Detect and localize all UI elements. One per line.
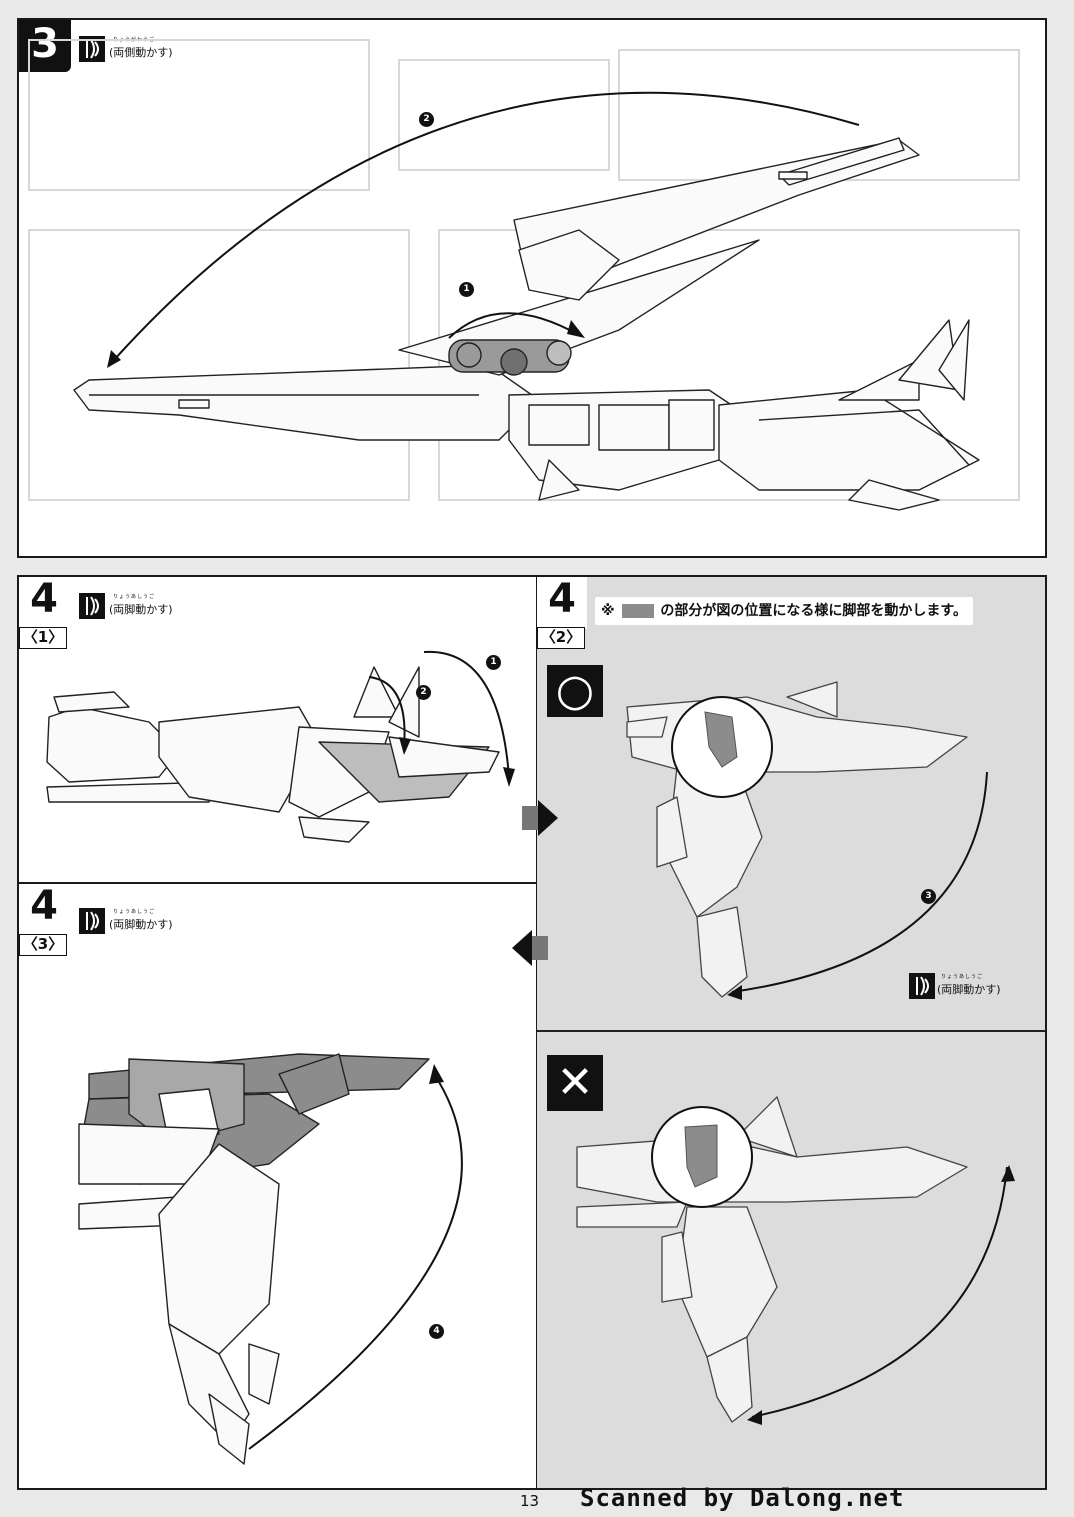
wrong-example-illustration: [576, 1096, 1015, 1425]
leg-move-icon: [909, 973, 935, 999]
move-label-ruby: りょうあしうご: [941, 974, 984, 980]
note-prefix: ※: [601, 603, 615, 619]
page-number: 13: [520, 1492, 540, 1510]
step-4-3-sub: 〈3〉: [19, 934, 67, 956]
step-4-2-number: 4: [537, 577, 587, 629]
gray-swatch: [621, 604, 654, 618]
step-3-panel: 3 りょうがわうご (両側動かす): [17, 18, 1047, 558]
move-label: (両側動かす): [109, 46, 173, 59]
callout-1-step3: 1: [459, 282, 474, 297]
callout-2-step3: 2: [419, 112, 434, 127]
step-4-2-panel: 4 〈2〉 ※ の部分が図の位置になる様に脚部を動かします。 ○ 3 りょうあし…: [536, 575, 1047, 1490]
leg-move-icon: [79, 593, 105, 619]
step-4-2-sub: 〈2〉: [537, 627, 585, 649]
step-4-1-number: 4: [19, 577, 69, 629]
move-label-ruby: りょうあしうご: [113, 594, 156, 600]
example-divider: [537, 1030, 1045, 1032]
step-4-1-panel: 4 〈1〉 りょうあしうご (両脚動かす) 1 2: [17, 575, 537, 883]
move-label-ruby: りょうあしうご: [113, 909, 156, 915]
callout-2-step4-1: 2: [416, 685, 431, 700]
step-4-3-number: 4: [19, 884, 69, 936]
leg-move-icon: [79, 908, 105, 934]
step-3-illustration: [73, 91, 980, 511]
instruction-note: ※ の部分が図の位置になる様に脚部を動かします。: [595, 597, 973, 625]
move-label: (両脚動かす): [109, 918, 173, 931]
move-label: (両脚動かす): [937, 983, 1001, 996]
correct-mark: ○: [547, 665, 603, 717]
correct-example-illustration: [626, 681, 988, 1000]
step-4-1-sub: 〈1〉: [19, 627, 67, 649]
step-4-1-illustration: [46, 650, 515, 843]
scan-credit: Scanned by Dalong.net: [580, 1484, 905, 1512]
move-label: (両脚動かす): [109, 603, 173, 616]
step-4-3-illustration: [78, 1053, 463, 1465]
note-text: の部分が図の位置になる様に脚部を動かします。: [660, 603, 967, 619]
flow-arrow-right: [522, 800, 558, 836]
wrong-mark: ✕: [547, 1055, 603, 1111]
callout-4-step4-3: 4: [429, 1324, 444, 1339]
callout-1-step4-1: 1: [486, 655, 501, 670]
step-3-number: 3: [19, 20, 71, 72]
step-4-3-panel: 4 〈3〉 りょうあしうご (両脚動かす) 4: [17, 882, 537, 1490]
callout-3-step4-2: 3: [921, 889, 936, 904]
flow-arrow-left: [512, 930, 548, 966]
